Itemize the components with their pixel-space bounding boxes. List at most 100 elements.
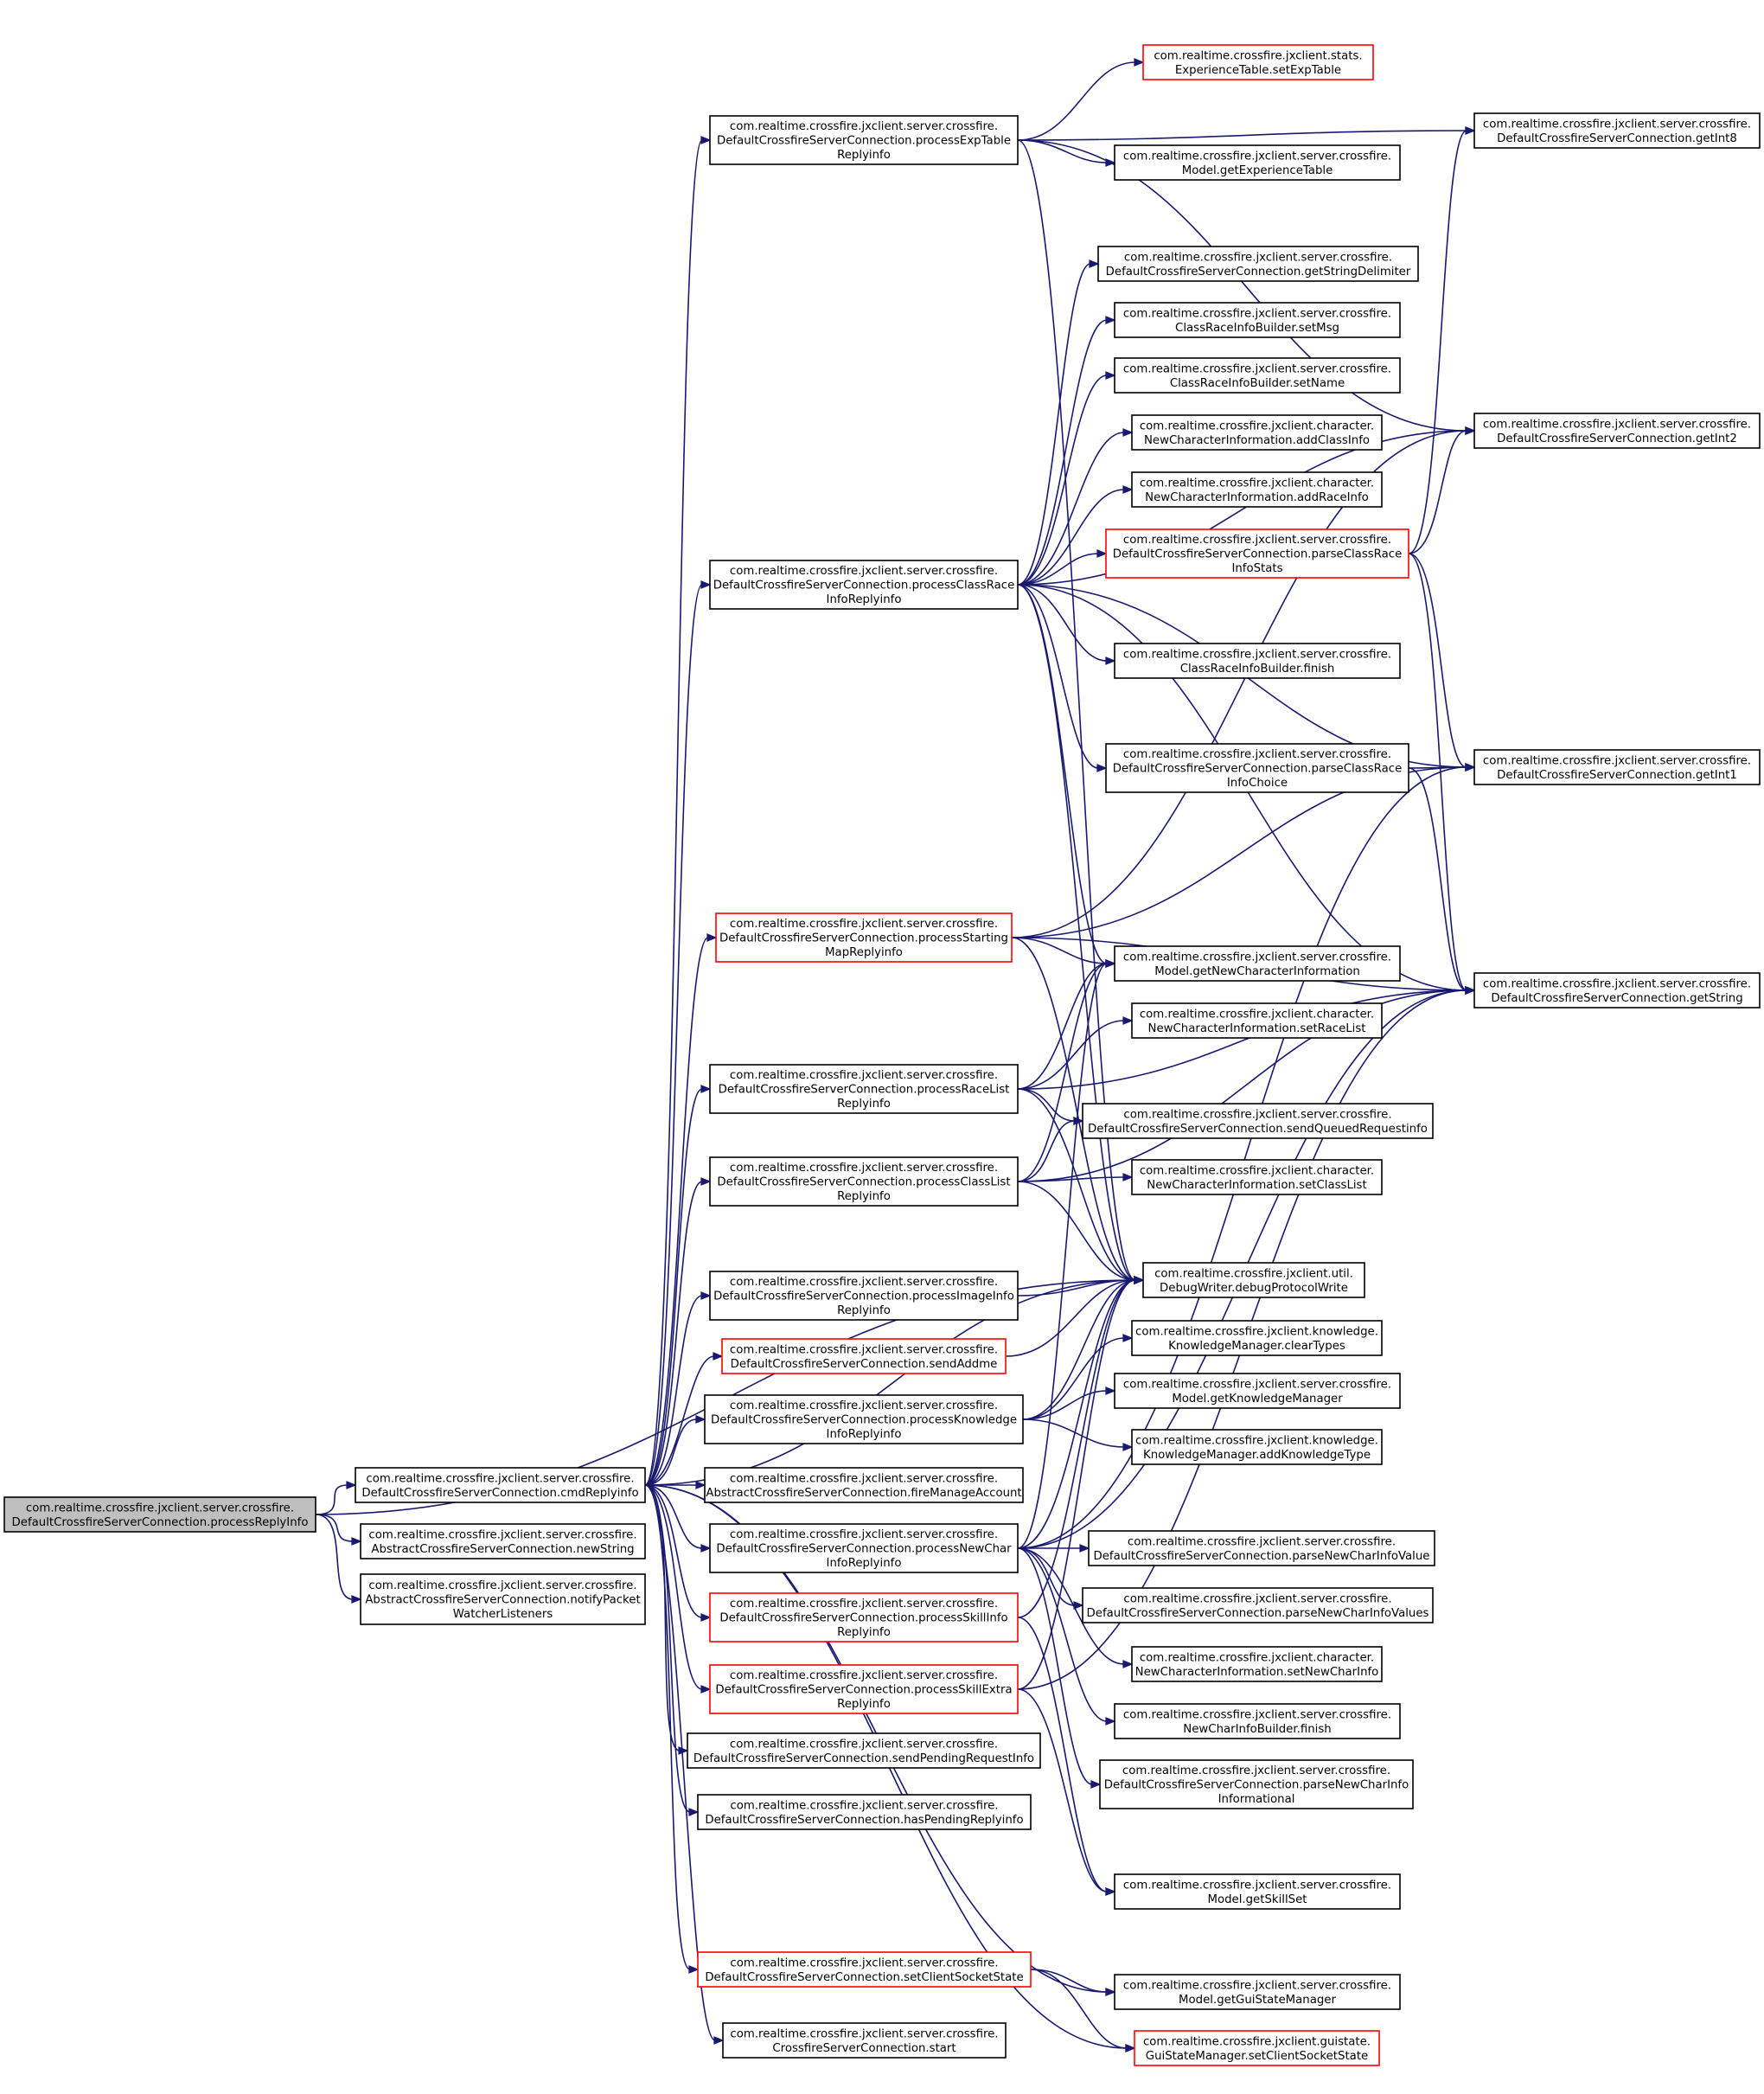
node-debug-write[interactable]: com.realtime.crossfire.jxclient.util.Deb… bbox=[1142, 1262, 1365, 1298]
node-set-client-sock[interactable]: com.realtime.crossfire.jxclient.server.c… bbox=[697, 1951, 1032, 1988]
node-label-line: com.realtime.crossfire.jxclient.server.c… bbox=[1483, 977, 1751, 990]
node-box bbox=[1142, 1262, 1365, 1298]
node-fire-manage[interactable]: com.realtime.crossfire.jxclient.server.c… bbox=[704, 1467, 1024, 1503]
node-parse-crstats[interactable]: com.realtime.crossfire.jxclient.server.c… bbox=[1105, 528, 1409, 579]
node-p-image[interactable]: com.realtime.crossfire.jxclient.server.c… bbox=[709, 1271, 1019, 1321]
edge-p-class-race-to-get-str-delim bbox=[1017, 263, 1091, 586]
node-box bbox=[709, 1664, 1019, 1714]
node-label-line: com.realtime.crossfire.jxclient.server.c… bbox=[366, 1472, 634, 1485]
node-label-line: DefaultCrossfireServerConnection.parseCl… bbox=[1113, 548, 1403, 561]
edge-cmd-to-p-skill-info bbox=[644, 1484, 703, 1618]
edge-cmd-to-p-skill-extra bbox=[644, 1484, 703, 1690]
node-p-exp[interactable]: com.realtime.crossfire.jxclient.server.c… bbox=[709, 115, 1019, 165]
node-add-class-info[interactable]: com.realtime.crossfire.jxclient.characte… bbox=[1131, 414, 1383, 451]
node-set-msg[interactable]: com.realtime.crossfire.jxclient.server.c… bbox=[1114, 302, 1401, 338]
node-box bbox=[704, 1467, 1024, 1503]
edge-p-class-race-to-parse-crchoice bbox=[1017, 584, 1099, 769]
node-p-starting[interactable]: com.realtime.crossfire.jxclient.server.c… bbox=[715, 913, 1013, 963]
node-label-line: com.realtime.crossfire.jxclient.server.c… bbox=[730, 565, 998, 578]
node-p-race-list[interactable]: com.realtime.crossfire.jxclient.server.c… bbox=[709, 1064, 1019, 1114]
node-label-line: com.realtime.crossfire.jxclient.server.c… bbox=[730, 120, 998, 133]
arrowhead-get-int1 bbox=[1465, 763, 1476, 772]
node-has-pending[interactable]: com.realtime.crossfire.jxclient.server.c… bbox=[697, 1794, 1032, 1830]
node-get-skill-set[interactable]: com.realtime.crossfire.jxclient.server.c… bbox=[1114, 1873, 1401, 1910]
node-parse-ncvalues[interactable]: com.realtime.crossfire.jxclient.server.c… bbox=[1082, 1587, 1434, 1623]
edge-p-class-race-to-add-race-info bbox=[1017, 489, 1125, 586]
node-box bbox=[709, 1064, 1019, 1114]
node-parse-ncvalue[interactable]: com.realtime.crossfire.jxclient.server.c… bbox=[1088, 1530, 1435, 1566]
node-notify[interactable]: com.realtime.crossfire.jxclient.server.c… bbox=[360, 1573, 646, 1625]
edge-p-knowledge-to-add-know-type bbox=[1022, 1418, 1125, 1448]
node-nc-finish[interactable]: com.realtime.crossfire.jxclient.server.c… bbox=[1114, 1703, 1401, 1739]
node-set-exp[interactable]: com.realtime.crossfire.jxclient.stats.Ex… bbox=[1142, 44, 1374, 80]
edge-p-starting-to-get-int2 bbox=[1011, 430, 1467, 938]
node-p-class-race[interactable]: com.realtime.crossfire.jxclient.server.c… bbox=[709, 560, 1019, 610]
node-label-line: DefaultCrossfireServerConnection.setClie… bbox=[705, 1971, 1023, 1984]
arrowhead-set-race-list bbox=[1122, 1016, 1134, 1025]
node-new-string[interactable]: com.realtime.crossfire.jxclient.server.c… bbox=[360, 1523, 646, 1559]
node-get-gui-state[interactable]: com.realtime.crossfire.jxclient.server.c… bbox=[1114, 1974, 1401, 2010]
node-get-int8[interactable]: com.realtime.crossfire.jxclient.server.c… bbox=[1473, 112, 1761, 149]
node-box bbox=[1114, 1703, 1401, 1739]
node-get-exp-table[interactable]: com.realtime.crossfire.jxclient.server.c… bbox=[1114, 144, 1401, 181]
node-set-name[interactable]: com.realtime.crossfire.jxclient.server.c… bbox=[1114, 357, 1401, 394]
arrowhead-clear-types bbox=[1122, 1334, 1134, 1342]
node-p-skill-info[interactable]: com.realtime.crossfire.jxclient.server.c… bbox=[709, 1592, 1019, 1643]
node-gui-set-client[interactable]: com.realtime.crossfire.jxclient.guistate… bbox=[1134, 2030, 1380, 2066]
node-label-line: GuiStateManager.setClientSocketState bbox=[1146, 2050, 1368, 2063]
node-set-race-list[interactable]: com.realtime.crossfire.jxclient.characte… bbox=[1131, 1002, 1383, 1039]
node-label-line: NewCharacterInformation.addRaceInfo bbox=[1145, 491, 1369, 504]
node-get-int2[interactable]: com.realtime.crossfire.jxclient.server.c… bbox=[1473, 413, 1761, 449]
node-set-class-list[interactable]: com.realtime.crossfire.jxclient.characte… bbox=[1131, 1159, 1383, 1195]
arrowhead-p-knowledge bbox=[695, 1415, 706, 1424]
edge-cmd-to-p-image bbox=[644, 1295, 703, 1486]
arrowhead-get-int8 bbox=[1465, 126, 1476, 135]
arrowhead-notify bbox=[351, 1595, 362, 1604]
node-add-race-info[interactable]: com.realtime.crossfire.jxclient.characte… bbox=[1131, 471, 1383, 508]
node-send-pending[interactable]: com.realtime.crossfire.jxclient.server.c… bbox=[687, 1732, 1041, 1769]
arrowhead-p-skill-extra bbox=[700, 1685, 712, 1694]
node-label-line: com.realtime.crossfire.jxclient.guistate… bbox=[1143, 2035, 1371, 2048]
node-p-knowledge[interactable]: com.realtime.crossfire.jxclient.server.c… bbox=[704, 1394, 1024, 1444]
node-get-know-mgr[interactable]: com.realtime.crossfire.jxclient.server.c… bbox=[1114, 1373, 1401, 1409]
node-p-skill-extra[interactable]: com.realtime.crossfire.jxclient.server.c… bbox=[709, 1664, 1019, 1714]
node-p-class-list[interactable]: com.realtime.crossfire.jxclient.server.c… bbox=[709, 1156, 1019, 1207]
node-start[interactable]: com.realtime.crossfire.jxclient.server.c… bbox=[722, 2022, 1007, 2059]
node-send-queued[interactable]: com.realtime.crossfire.jxclient.server.c… bbox=[1082, 1103, 1434, 1139]
arrowhead-get-string bbox=[1465, 986, 1476, 995]
node-label-line: com.realtime.crossfire.jxclient.characte… bbox=[1140, 1164, 1374, 1177]
node-label-line: com.realtime.crossfire.jxclient.server.c… bbox=[368, 1579, 636, 1592]
node-box bbox=[1082, 1587, 1434, 1623]
node-label-line: com.realtime.crossfire.jxclient.server.c… bbox=[1122, 1764, 1390, 1777]
node-cmd[interactable]: com.realtime.crossfire.jxclient.server.c… bbox=[355, 1467, 646, 1503]
node-get-new-char-info[interactable]: com.realtime.crossfire.jxclient.server.c… bbox=[1114, 945, 1401, 982]
node-box bbox=[1097, 246, 1419, 282]
node-box bbox=[709, 1592, 1019, 1643]
node-get-int1[interactable]: com.realtime.crossfire.jxclient.server.c… bbox=[1473, 749, 1761, 785]
node-p-new-char[interactable]: com.realtime.crossfire.jxclient.server.c… bbox=[709, 1523, 1019, 1573]
node-clear-types[interactable]: com.realtime.crossfire.jxclient.knowledg… bbox=[1131, 1320, 1383, 1356]
node-box bbox=[1105, 743, 1409, 793]
node-root[interactable]: com.realtime.crossfire.jxclient.server.c… bbox=[3, 1496, 316, 1533]
node-label-line: com.realtime.crossfire.jxclient.server.c… bbox=[730, 1162, 998, 1175]
node-add-know-type[interactable]: com.realtime.crossfire.jxclient.knowledg… bbox=[1131, 1429, 1383, 1465]
node-box bbox=[1473, 112, 1761, 149]
node-label-line: NewCharacterInformation.setRaceList bbox=[1148, 1022, 1366, 1035]
node-label-line: InfoChoice bbox=[1227, 777, 1288, 790]
arrowhead-add-race-info bbox=[1122, 485, 1134, 494]
arrowhead-get-gui-state bbox=[1105, 1988, 1116, 1996]
nodes-layer: com.realtime.crossfire.jxclient.server.c… bbox=[3, 44, 1761, 2066]
node-set-new-char-info[interactable]: com.realtime.crossfire.jxclient.characte… bbox=[1131, 1646, 1383, 1682]
node-label-line: DefaultCrossfireServerConnection.sendQue… bbox=[1088, 1123, 1428, 1136]
node-send-addme[interactable]: com.realtime.crossfire.jxclient.server.c… bbox=[721, 1338, 1007, 1374]
node-get-str-delim[interactable]: com.realtime.crossfire.jxclient.server.c… bbox=[1097, 246, 1419, 282]
node-parse-crchoice[interactable]: com.realtime.crossfire.jxclient.server.c… bbox=[1105, 743, 1409, 793]
node-parse-ncinfo[interactable]: com.realtime.crossfire.jxclient.server.c… bbox=[1099, 1759, 1414, 1809]
node-get-string[interactable]: com.realtime.crossfire.jxclient.server.c… bbox=[1473, 972, 1761, 1009]
node-cr-finish[interactable]: com.realtime.crossfire.jxclient.server.c… bbox=[1114, 643, 1401, 679]
node-label-line: DefaultCrossfireServerConnection.process… bbox=[719, 1084, 1010, 1097]
node-label-line: com.realtime.crossfire.jxclient.server.c… bbox=[1483, 754, 1751, 767]
node-label-line: com.realtime.crossfire.jxclient.server.c… bbox=[1123, 1378, 1391, 1391]
node-label-line: ClassRaceInfoBuilder.setMsg bbox=[1175, 322, 1339, 335]
node-box bbox=[1473, 413, 1761, 449]
